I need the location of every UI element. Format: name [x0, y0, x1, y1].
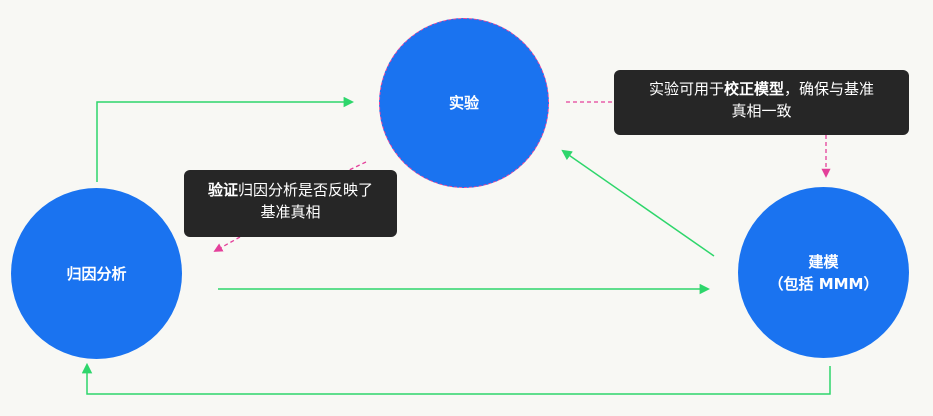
modeling-node-label: 建模: [808, 252, 839, 271]
flow-arrow-attribution-to-experiment: [96, 96, 355, 182]
annotation-line-experiment-to-validate: [344, 161, 367, 173]
modeling-node: 建模 （包括 MMM）: [738, 187, 909, 358]
validate-callout-line2: 基准真相: [260, 203, 321, 221]
experiment-node-label: 实验: [448, 94, 479, 112]
experiment-node: 实验: [379, 18, 549, 188]
calibrate-callout-bold: 校正模型: [723, 80, 784, 98]
calibrate-callout-line2: 真相一致: [731, 102, 792, 120]
modeling-node-sublabel: （包括 MMM）: [768, 274, 879, 293]
calibrate-callout-line1: 实验可用于校正模型，确保与基准: [624, 78, 899, 100]
validate-callout-bold: 验证: [207, 181, 238, 199]
validate-callout: 验证归因分析是否反映了 基准真相: [184, 170, 397, 237]
calibrate-callout-suffix: ，确保与基准: [784, 80, 875, 98]
annotation-arrow-validate-to-attribution: [213, 236, 241, 252]
calibrate-callout-prefix: 实验可用于: [648, 80, 724, 98]
flow-arrow-modeling-to-experiment: [561, 149, 715, 257]
attribution-node: 归因分析: [11, 188, 182, 359]
validate-callout-text: 归因分析是否反映了: [238, 181, 374, 199]
calibrate-callout: 实验可用于校正模型，确保与基准 真相一致: [614, 70, 909, 135]
attribution-node-label: 归因分析: [66, 264, 127, 283]
validate-callout-line1: 验证归因分析是否反映了: [192, 179, 389, 201]
flow-arrow-modeling-to-attribution: [81, 362, 831, 395]
